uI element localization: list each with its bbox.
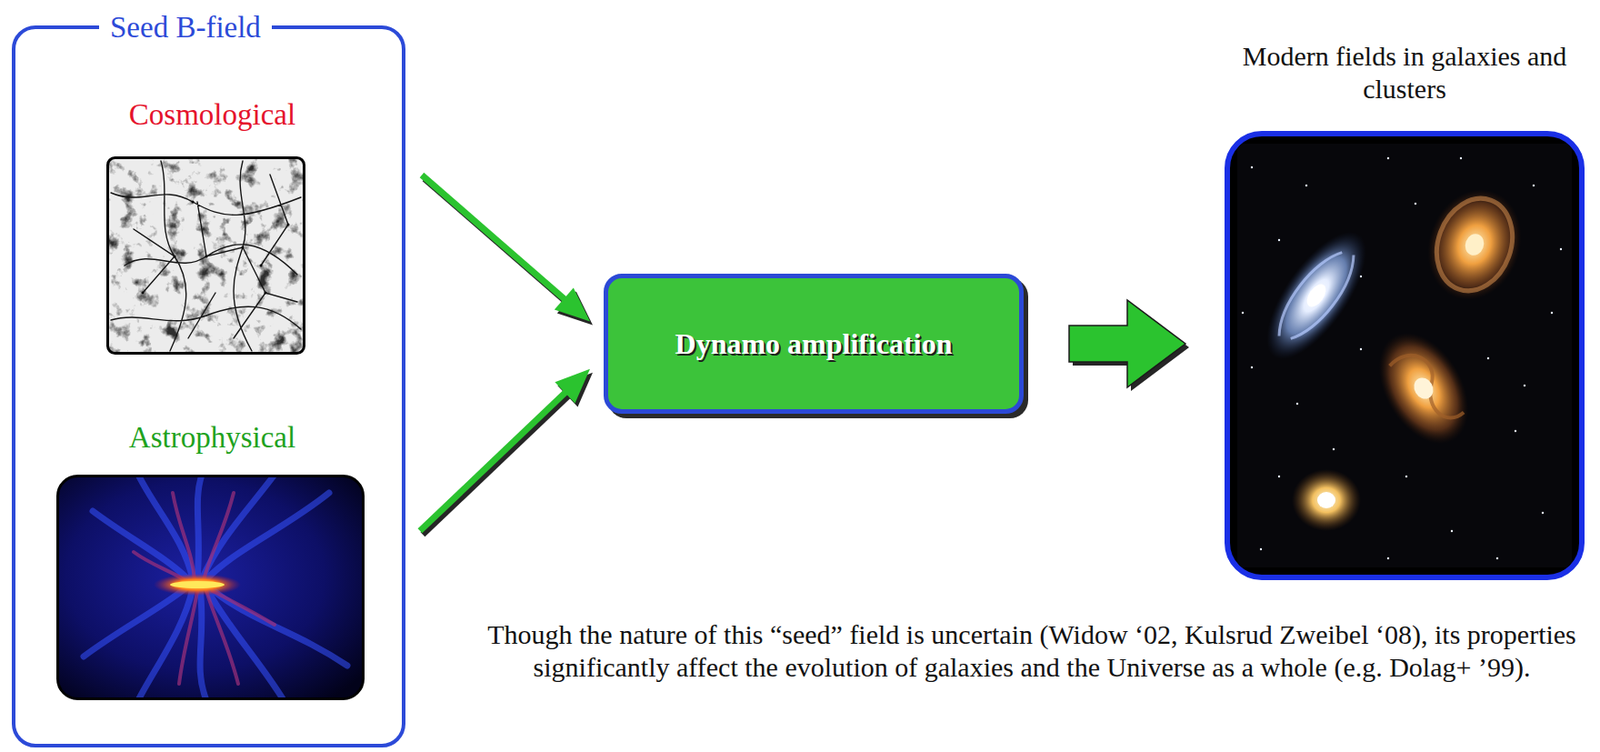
ring-core xyxy=(1461,230,1487,258)
central-glow xyxy=(1360,317,1488,460)
jet-scene xyxy=(58,476,363,699)
web-ground xyxy=(108,158,304,353)
central-core xyxy=(1410,374,1437,403)
galaxy-group-image xyxy=(1224,130,1585,580)
image-frame xyxy=(108,158,305,354)
spiral-glow xyxy=(1248,216,1385,374)
block-arrow xyxy=(1069,300,1186,388)
ring-galaxy xyxy=(1412,176,1537,314)
accretion-disk xyxy=(170,580,225,589)
panel-heading: Modern fields in galaxies and clusters xyxy=(1224,36,1585,106)
jet-simulation-image xyxy=(56,474,365,700)
arrow-shaft xyxy=(421,175,570,304)
spiral-core xyxy=(1302,280,1330,310)
process-box: Dynamo amplification xyxy=(603,273,1024,414)
astrophysical-group: Astrophysical xyxy=(24,417,400,709)
arrow-connector xyxy=(1069,300,1190,391)
elliptical-galaxy xyxy=(1291,469,1361,531)
image-panel: Modern fields in galaxies and clusters xyxy=(1224,36,1585,580)
elliptical-glow xyxy=(1291,469,1361,531)
spiral-arms xyxy=(1269,240,1363,352)
image-frame xyxy=(1227,133,1582,578)
spiral-galaxy xyxy=(1248,216,1385,374)
blue-field-lines xyxy=(83,476,348,699)
arrow-shaft xyxy=(420,388,570,531)
group-heading: Cosmological xyxy=(24,94,400,133)
ring-arm xyxy=(1424,187,1526,301)
seed-field-panel: Seed B-fieldCosmologicalAstrophysical xyxy=(11,25,406,748)
web-noise xyxy=(108,158,304,353)
arrow-head xyxy=(554,369,590,404)
cosmic-web-texture xyxy=(108,158,304,353)
arrow-connector xyxy=(421,175,593,326)
arrow-line xyxy=(421,175,590,322)
cosmic-web-image xyxy=(106,156,306,355)
image-frame xyxy=(58,476,364,700)
sky xyxy=(1237,143,1572,568)
web-nodes xyxy=(142,201,289,293)
arrow-connector xyxy=(420,369,593,535)
stars xyxy=(1242,158,1561,559)
arrow-shadow xyxy=(422,372,593,535)
jet-ground xyxy=(58,476,363,699)
group-heading: Astrophysical xyxy=(24,417,400,456)
arrow-line xyxy=(420,369,590,531)
dust-lane xyxy=(1389,343,1465,433)
panel-heading: Seed B-field xyxy=(99,9,272,46)
red-field-lines xyxy=(133,492,275,684)
ring-glow xyxy=(1412,176,1537,314)
caption-text: Though the nature of this “seed” field i… xyxy=(472,618,1591,684)
disk-glow xyxy=(153,573,241,596)
cosmological-group: Cosmological xyxy=(24,94,400,363)
central-galaxy xyxy=(1360,317,1488,460)
elliptical-core xyxy=(1317,491,1336,509)
galaxy-scene xyxy=(1237,143,1572,568)
web-filaments xyxy=(110,160,301,351)
process-label: Dynamo amplification xyxy=(675,327,953,361)
arrow-shaft xyxy=(422,391,573,535)
arrow-head xyxy=(554,287,590,321)
